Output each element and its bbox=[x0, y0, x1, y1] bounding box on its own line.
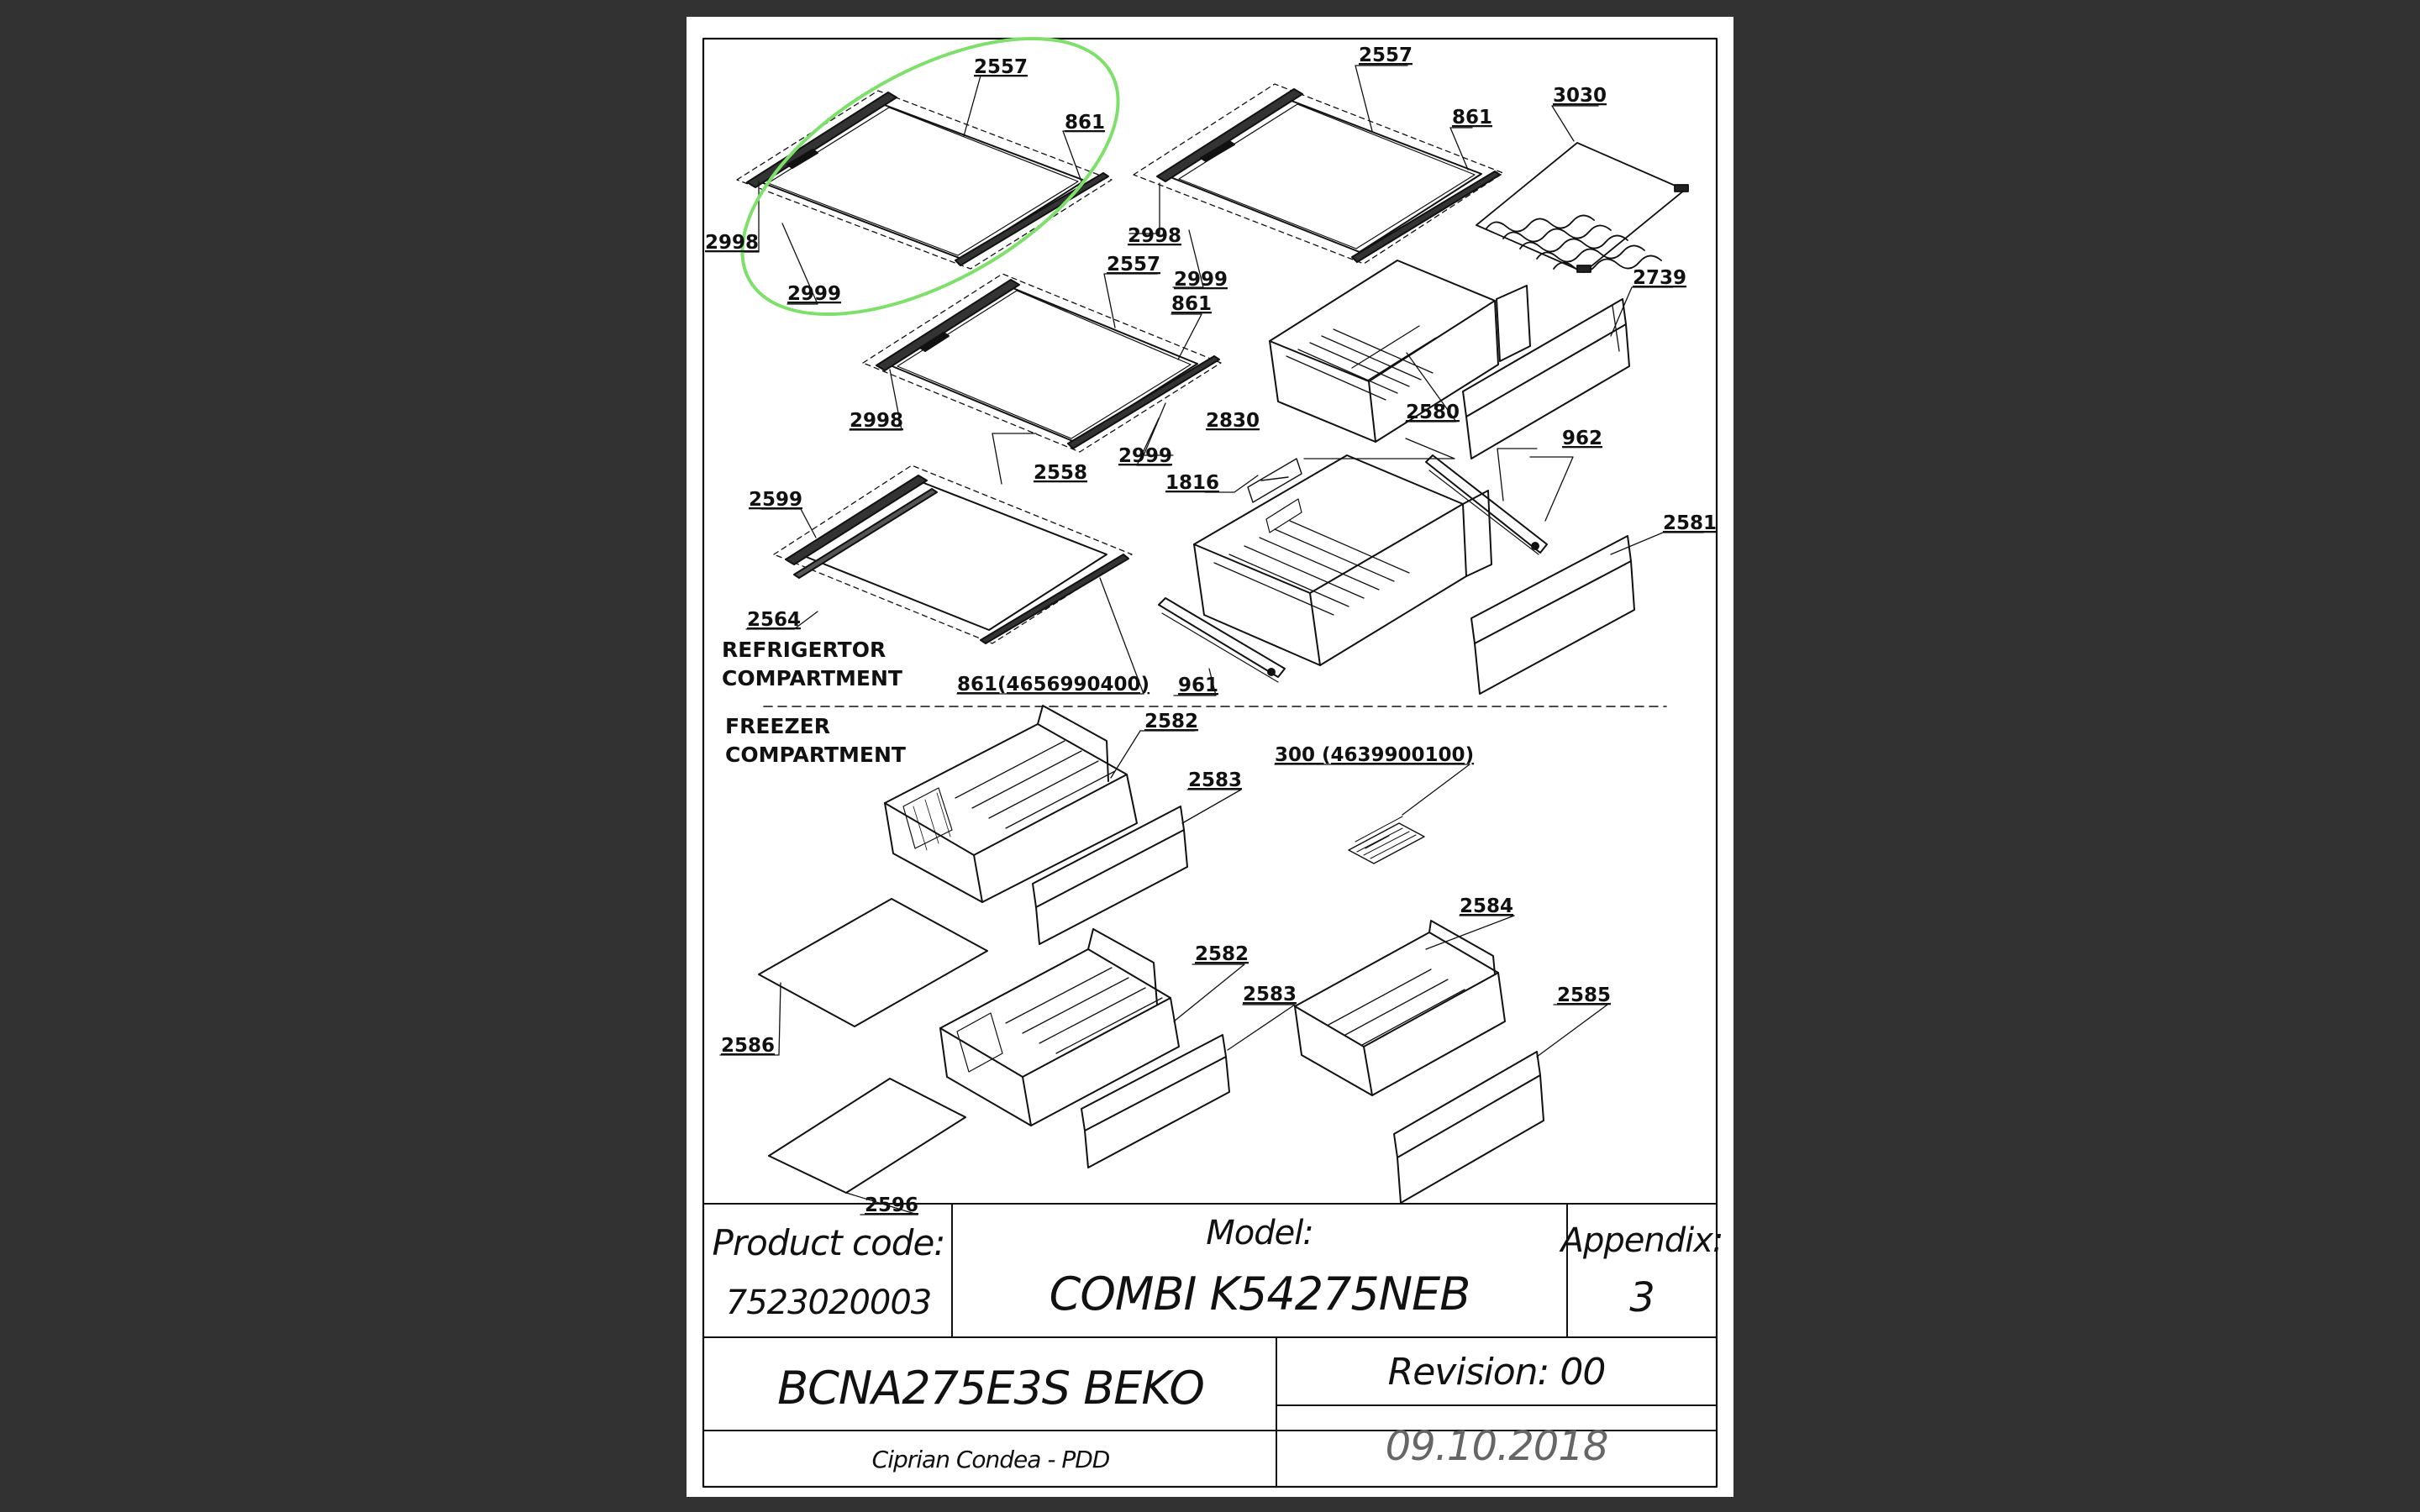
section-label-refrigerator-line1: REFRIGERTOR bbox=[722, 638, 886, 662]
part-label: 2596 bbox=[865, 1194, 918, 1216]
part-label: 2584 bbox=[1460, 895, 1513, 917]
part-label: 861 bbox=[1065, 112, 1105, 134]
drawer-front-icon bbox=[1081, 1034, 1230, 1168]
section-label-refrigerator-line2: COMPARTMENT bbox=[722, 666, 902, 690]
part-label: 2583 bbox=[1243, 984, 1297, 1005]
part-label: 2557 bbox=[1359, 45, 1413, 66]
part-label: 2586 bbox=[721, 1035, 775, 1057]
section-label-freezer-line1: FREEZER bbox=[725, 714, 830, 738]
part-label: 2999 bbox=[1174, 269, 1228, 291]
shelf-icon bbox=[862, 273, 1222, 453]
part-label: 2557 bbox=[1107, 254, 1160, 276]
drawer-front-icon bbox=[1393, 1051, 1544, 1204]
crisper-drawer-icon bbox=[1193, 454, 1492, 666]
part-label: 2557 bbox=[974, 56, 1028, 78]
freezer-drawer-icon bbox=[884, 705, 1138, 903]
slide-rail-icon bbox=[1158, 597, 1286, 683]
part-label: 2580 bbox=[1406, 402, 1460, 423]
part-label: 2564 bbox=[747, 609, 801, 631]
section-label-freezer-line2: COMPARTMENT bbox=[725, 743, 906, 767]
drawer-front-icon bbox=[1462, 298, 1630, 459]
part-label: 300 (4639900100) bbox=[1275, 744, 1474, 766]
shelf-icon bbox=[1133, 83, 1504, 265]
ice-tray-icon bbox=[1348, 816, 1425, 864]
part-label: 2582 bbox=[1195, 943, 1249, 965]
freezer-drawer-icon bbox=[939, 928, 1180, 1126]
part-label: 2739 bbox=[1633, 267, 1686, 289]
highlight-ellipse bbox=[740, 36, 1120, 317]
part-label: 2830 bbox=[1206, 410, 1260, 432]
part-label: 2998 bbox=[705, 232, 759, 254]
glass-panel-icon bbox=[758, 898, 988, 1027]
glass-panel-icon bbox=[768, 1078, 966, 1194]
part-label: 2558 bbox=[1034, 462, 1087, 484]
part-label: 861(4656990400) bbox=[957, 674, 1150, 696]
wine-rack-icon bbox=[1476, 142, 1689, 273]
drawer-front-icon bbox=[1470, 535, 1635, 695]
sheet-border bbox=[702, 37, 1718, 1488]
glass-panel-icon bbox=[1247, 458, 1302, 503]
crisper-drawer-icon bbox=[1269, 260, 1531, 443]
part-label: 961 bbox=[1178, 675, 1218, 696]
exploded-parts-diagram: 2557 861 2998 2999 2557 861 3030 2998 29… bbox=[702, 36, 1718, 1488]
shelf-icon bbox=[773, 465, 1133, 644]
part-label: 861 bbox=[1452, 107, 1492, 129]
part-label: 962 bbox=[1562, 428, 1602, 449]
part-label: 2582 bbox=[1144, 711, 1198, 732]
drawer-front-icon bbox=[1032, 806, 1188, 945]
part-label: 2583 bbox=[1188, 769, 1242, 791]
part-label: 2585 bbox=[1557, 984, 1611, 1006]
part-label: 2998 bbox=[850, 410, 903, 432]
part-label: 2999 bbox=[787, 283, 841, 305]
leader-lines bbox=[719, 65, 1704, 1215]
part-label: 2599 bbox=[749, 489, 802, 511]
freezer-drawer-icon bbox=[1294, 920, 1506, 1096]
part-label: 2998 bbox=[1128, 225, 1181, 247]
part-label: 3030 bbox=[1553, 85, 1607, 107]
drawing-sheet: 2557 861 2998 2999 2557 861 3030 2998 29… bbox=[687, 17, 1733, 1497]
shelf-icon bbox=[736, 90, 1113, 270]
part-label: 1816 bbox=[1165, 472, 1219, 494]
part-label: 2581 bbox=[1663, 512, 1717, 534]
part-label: 2999 bbox=[1118, 445, 1172, 467]
slide-rail-icon bbox=[1425, 454, 1548, 555]
part-label: 861 bbox=[1171, 293, 1212, 315]
